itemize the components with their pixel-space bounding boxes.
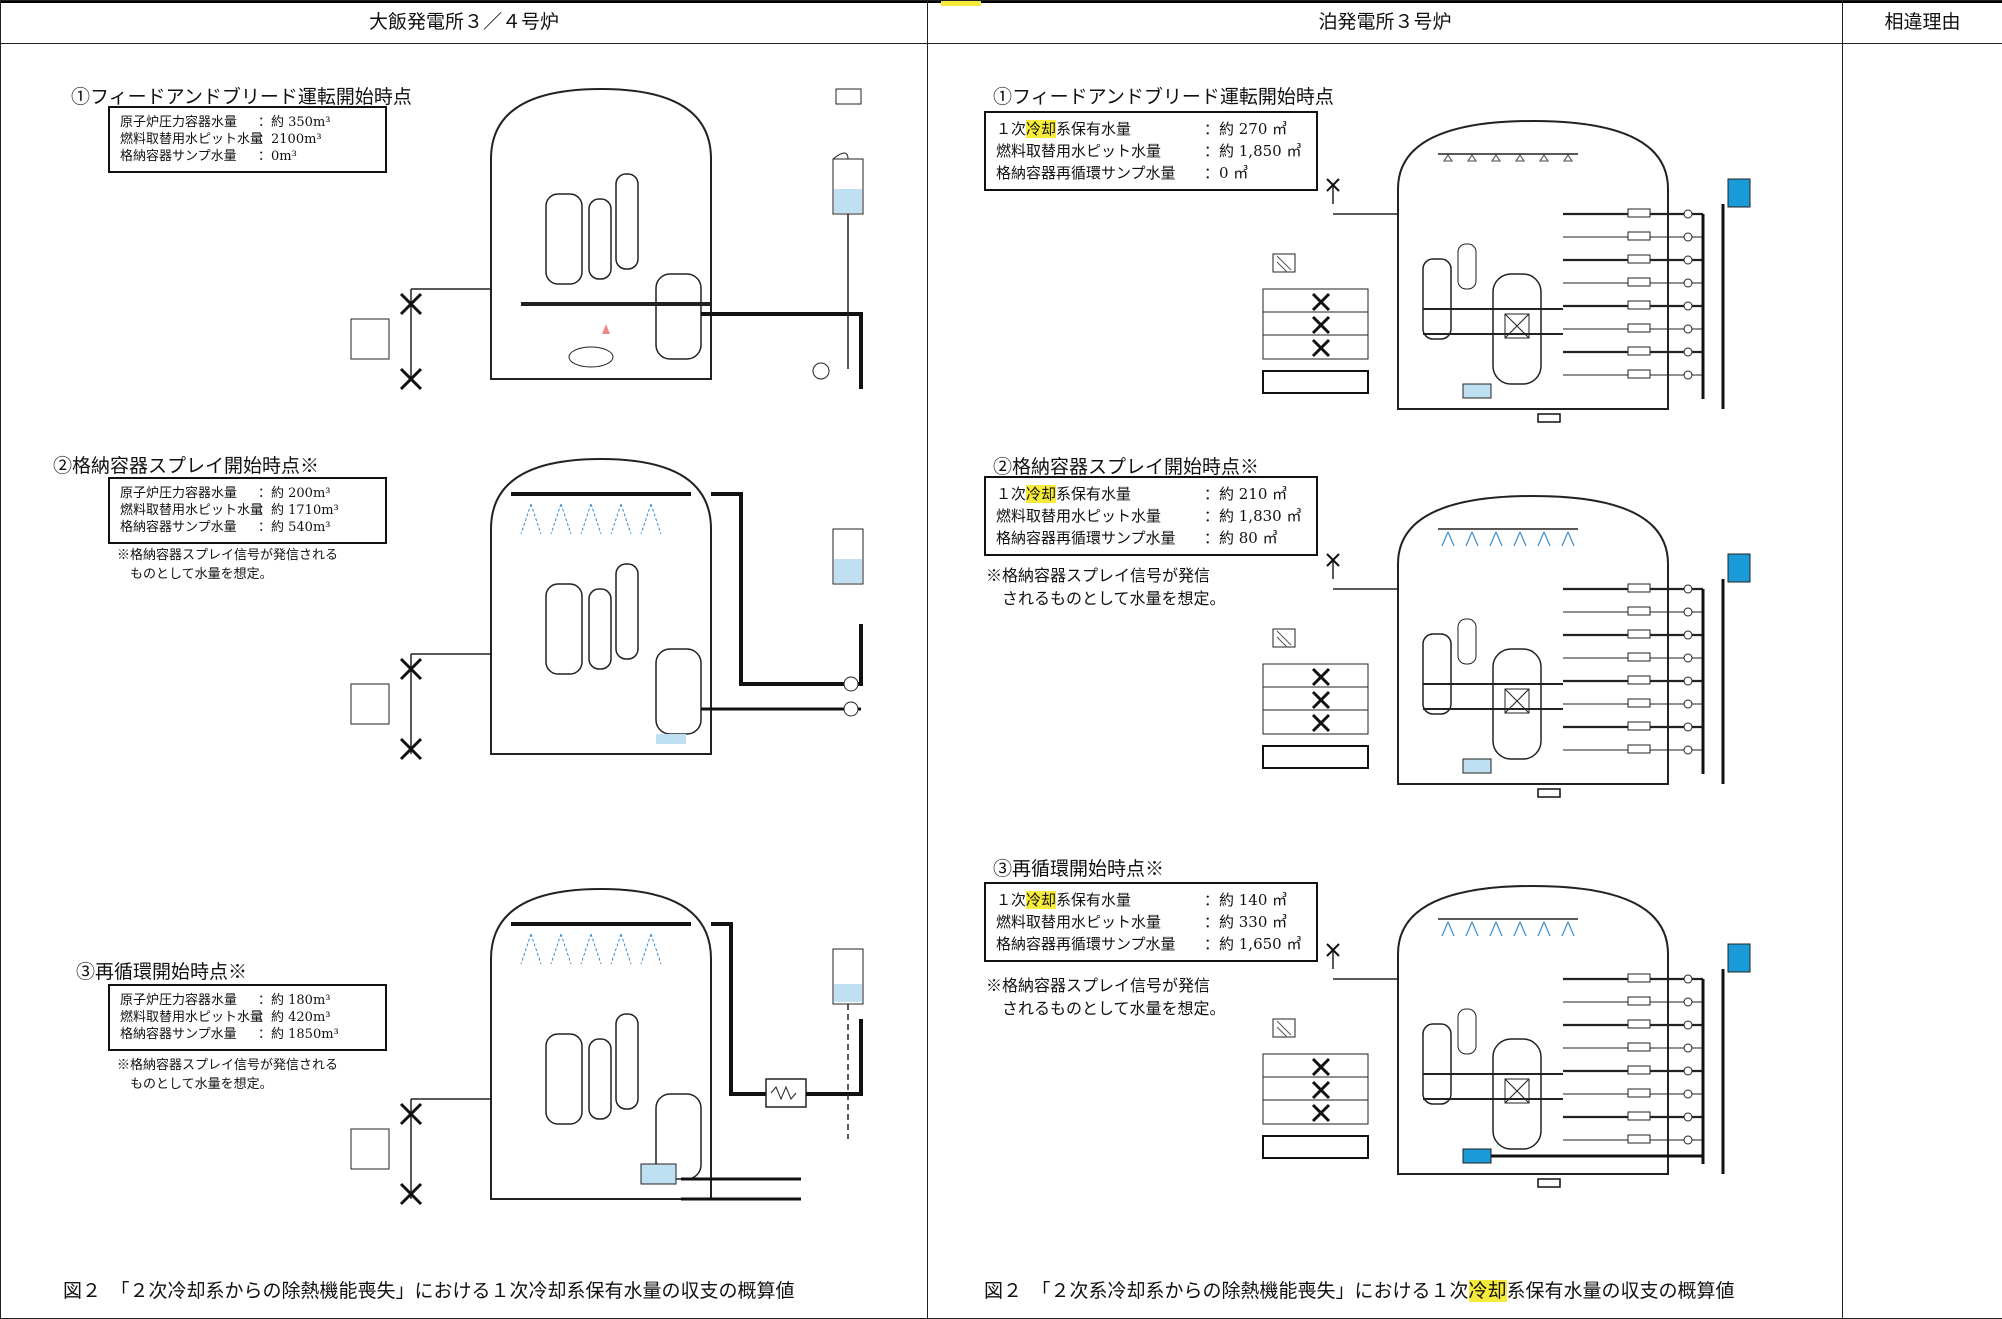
row-label-highlight: 冷却 [1026, 120, 1056, 138]
row-label: 格納容器サンプ水量 [120, 1026, 258, 1043]
left-diagram-1 [381, 79, 841, 399]
header-middle: 泊発電所３号炉 [928, 1, 1843, 44]
row-value: ：約 350m³ [258, 114, 330, 131]
row-label: 原子炉圧力容器水量 [120, 485, 258, 502]
left-s1-row-1: 原子炉圧力容器水量：約 350m³ [120, 114, 375, 131]
row-label-pre: １次 [996, 485, 1026, 503]
middle-section3-title: ③再循環開始時点※ [993, 854, 1164, 881]
middle-diagram-1 [1233, 109, 1753, 429]
left-section1-box: 原子炉圧力容器水量：約 350m³ 燃料取替用水ピット水量：2100m³ 格納容… [108, 106, 387, 173]
header-left-label: 大飯発電所３／４号炉 [369, 1, 559, 43]
left-s3-row-2: 燃料取替用水ピット水量：約 420m³ [120, 1009, 375, 1026]
caption-post: 系保有水量の収支の概算値 [1507, 1280, 1735, 1302]
middle-section3-note: ※格納容器スプレイ信号が発信 されるものとして水量を想定。 [986, 974, 1226, 1020]
row-label: 原子炉圧力容器水量 [120, 114, 258, 131]
header-right-label: 相違理由 [1884, 1, 1960, 43]
left-section3-note: ※格納容器スプレイ信号が発信される ものとして水量を想定。 [117, 1056, 338, 1094]
header-right: 相違理由 [1843, 1, 2002, 44]
row-label-highlight: 冷却 [1026, 891, 1056, 909]
row-value: ：約 180m³ [258, 992, 330, 1009]
left-s2-row-2: 燃料取替用水ピット水量：約 1710m³ [120, 502, 375, 519]
left-diagram-2 [381, 449, 841, 769]
middle-section2-title: ②格納容器スプレイ開始時点※ [993, 452, 1259, 479]
middle-diagram-2 [1233, 484, 1753, 804]
row-value: ：0m³ [258, 148, 297, 165]
row-label: 格納容器再循環サンプ水量 [996, 162, 1204, 184]
left-section2-note: ※格納容器スプレイ信号が発信される ものとして水量を想定。 [117, 546, 338, 584]
header-row: 大飯発電所３／４号炉 泊発電所３号炉 相違理由 [1, 1, 2002, 44]
row-label: 燃料取替用水ピット水量 [996, 911, 1204, 933]
row-label: 燃料取替用水ピット水量 [120, 131, 258, 148]
left-s1-row-2: 燃料取替用水ピット水量：2100m³ [120, 131, 375, 148]
row-label: 燃料取替用水ピット水量 [996, 140, 1204, 162]
left-s3-row-3: 格納容器サンプ水量：約 1850m³ [120, 1026, 375, 1043]
row-label: 燃料取替用水ピット水量 [120, 502, 258, 519]
row-label: 燃料取替用水ピット水量 [996, 505, 1204, 527]
row-value: ：2100m³ [258, 131, 322, 148]
header-middle-label: 泊発電所３号炉 [1318, 1, 1451, 43]
left-section3-title: ③再循環開始時点※ [76, 957, 247, 984]
row-label-pre: １次 [996, 120, 1026, 138]
row-label: 格納容器再循環サンプ水量 [996, 933, 1204, 955]
row-label: １次冷却系保有水量 [996, 889, 1204, 911]
left-figure-caption: 図２ 「２次冷却系からの除熱機能喪失」における１次冷却系保有水量の収支の概算値 [63, 1276, 795, 1303]
content-row: ①フィードアンドブリード運転開始時点 原子炉圧力容器水量：約 350m³ 燃料取… [1, 44, 2002, 1319]
row-label: 原子炉圧力容器水量 [120, 992, 258, 1009]
left-section1-title: ①フィードアンドブリード運転開始時点 [71, 82, 412, 109]
left-diagram-3 [381, 879, 841, 1229]
middle-column: ①フィードアンドブリード運転開始時点 １次冷却系保有水量：約 270 ㎥ 燃料取… [928, 44, 1843, 1319]
row-label: 格納容器再循環サンプ水量 [996, 527, 1204, 549]
reason-column-body [1843, 44, 2002, 1318]
row-value: ：約 540m³ [258, 519, 330, 536]
caption-pre: 図２ 「２次系冷却系からの除熱機能喪失」における１次 [984, 1280, 1469, 1302]
middle-section1-title: ①フィードアンドブリード運転開始時点 [993, 82, 1334, 109]
left-section3-box: 原子炉圧力容器水量：約 180m³ 燃料取替用水ピット水量：約 420m³ 格納… [108, 984, 387, 1051]
left-column: ①フィードアンドブリード運転開始時点 原子炉圧力容器水量：約 350m³ 燃料取… [1, 44, 928, 1319]
left-s2-row-1: 原子炉圧力容器水量：約 200m³ [120, 485, 375, 502]
caption-highlight: 冷却 [1469, 1280, 1507, 1302]
reason-column [1843, 44, 2002, 1319]
left-s2-row-3: 格納容器サンプ水量：約 540m³ [120, 519, 375, 536]
row-value: ：約 1850m³ [258, 1026, 339, 1043]
row-label-post: 系保有水量 [1056, 120, 1131, 138]
row-value: ：約 420m³ [258, 1009, 330, 1026]
middle-figure-caption: 図２ 「２次系冷却系からの除熱機能喪失」における１次冷却系保有水量の収支の概算値 [984, 1276, 1735, 1303]
row-label-post: 系保有水量 [1056, 891, 1131, 909]
row-label-highlight: 冷却 [1026, 485, 1056, 503]
row-label-post: 系保有水量 [1056, 485, 1131, 503]
row-label: 燃料取替用水ピット水量 [120, 1009, 258, 1026]
left-s3-row-1: 原子炉圧力容器水量：約 180m³ [120, 992, 375, 1009]
middle-section2-note: ※格納容器スプレイ信号が発信 されるものとして水量を想定。 [986, 564, 1226, 610]
left-s1-row-3: 格納容器サンプ水量：0m³ [120, 148, 375, 165]
row-label-pre: １次 [996, 891, 1026, 909]
row-label: 格納容器サンプ水量 [120, 148, 258, 165]
row-label: １次冷却系保有水量 [996, 118, 1204, 140]
left-section2-title: ②格納容器スプレイ開始時点※ [53, 451, 319, 478]
header-left: 大飯発電所３／４号炉 [1, 1, 928, 44]
row-value: ：約 200m³ [258, 485, 330, 502]
middle-diagram-3 [1233, 874, 1753, 1214]
row-label: １次冷却系保有水量 [996, 483, 1204, 505]
row-label: 格納容器サンプ水量 [120, 519, 258, 536]
row-value: ：約 1710m³ [258, 502, 339, 519]
left-section2-box: 原子炉圧力容器水量：約 200m³ 燃料取替用水ピット水量：約 1710m³ 格… [108, 477, 387, 544]
